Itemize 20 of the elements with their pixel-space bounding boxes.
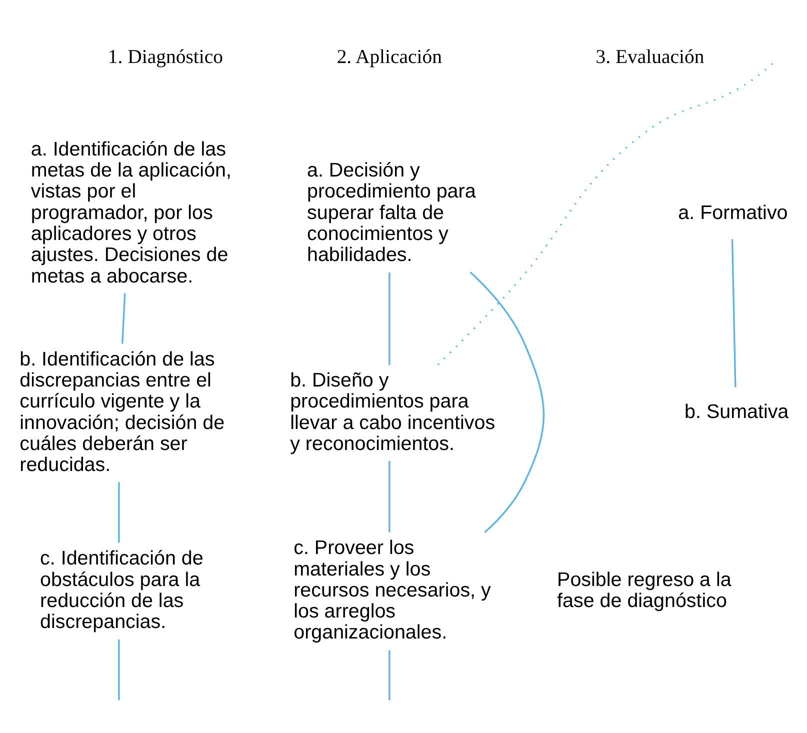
connector — [731, 238, 736, 387]
connector — [388, 460, 390, 532]
connector — [118, 482, 120, 542]
node-text: a. Formativo — [678, 201, 788, 224]
label: 3. Evaluación — [596, 46, 704, 68]
connector — [122, 292, 126, 344]
node-text: c. Identificación de obstáculos para la reducción de las discrepancias. — [40, 547, 204, 633]
connector — [118, 639, 120, 700]
node-text: a. Identificación de las metas de la aplicación, vistas por el programador, por los aplicadores y otros ajustes. Decisiones de metas a abocarse. — [30, 138, 232, 287]
node-text: b. Sumativa — [684, 400, 789, 423]
connector — [470, 271, 544, 532]
connector — [388, 272, 390, 365]
label: 1. Diagnóstico — [108, 46, 223, 68]
node-text: a. Decisión y procedimiento para superar falta de conocimientos y habilidades. — [307, 159, 476, 266]
label: 2. Aplicación — [336, 46, 442, 68]
node-text: b. Identificación de las discrepancias entre el currículo vigente y la innovación; decisión de cuáles deberán ser reducidas. — [20, 348, 225, 476]
label: Posible regreso a la fase de diagnóstico — [557, 568, 732, 612]
connector — [388, 650, 390, 700]
node-text: c. Proveer los materiales y los recursos necesarios, y los arreglos organizacionales. — [294, 536, 491, 644]
node-text: b. Diseño y procedimientos para llevar a cabo incentivos y reconocimientos. — [290, 368, 496, 454]
